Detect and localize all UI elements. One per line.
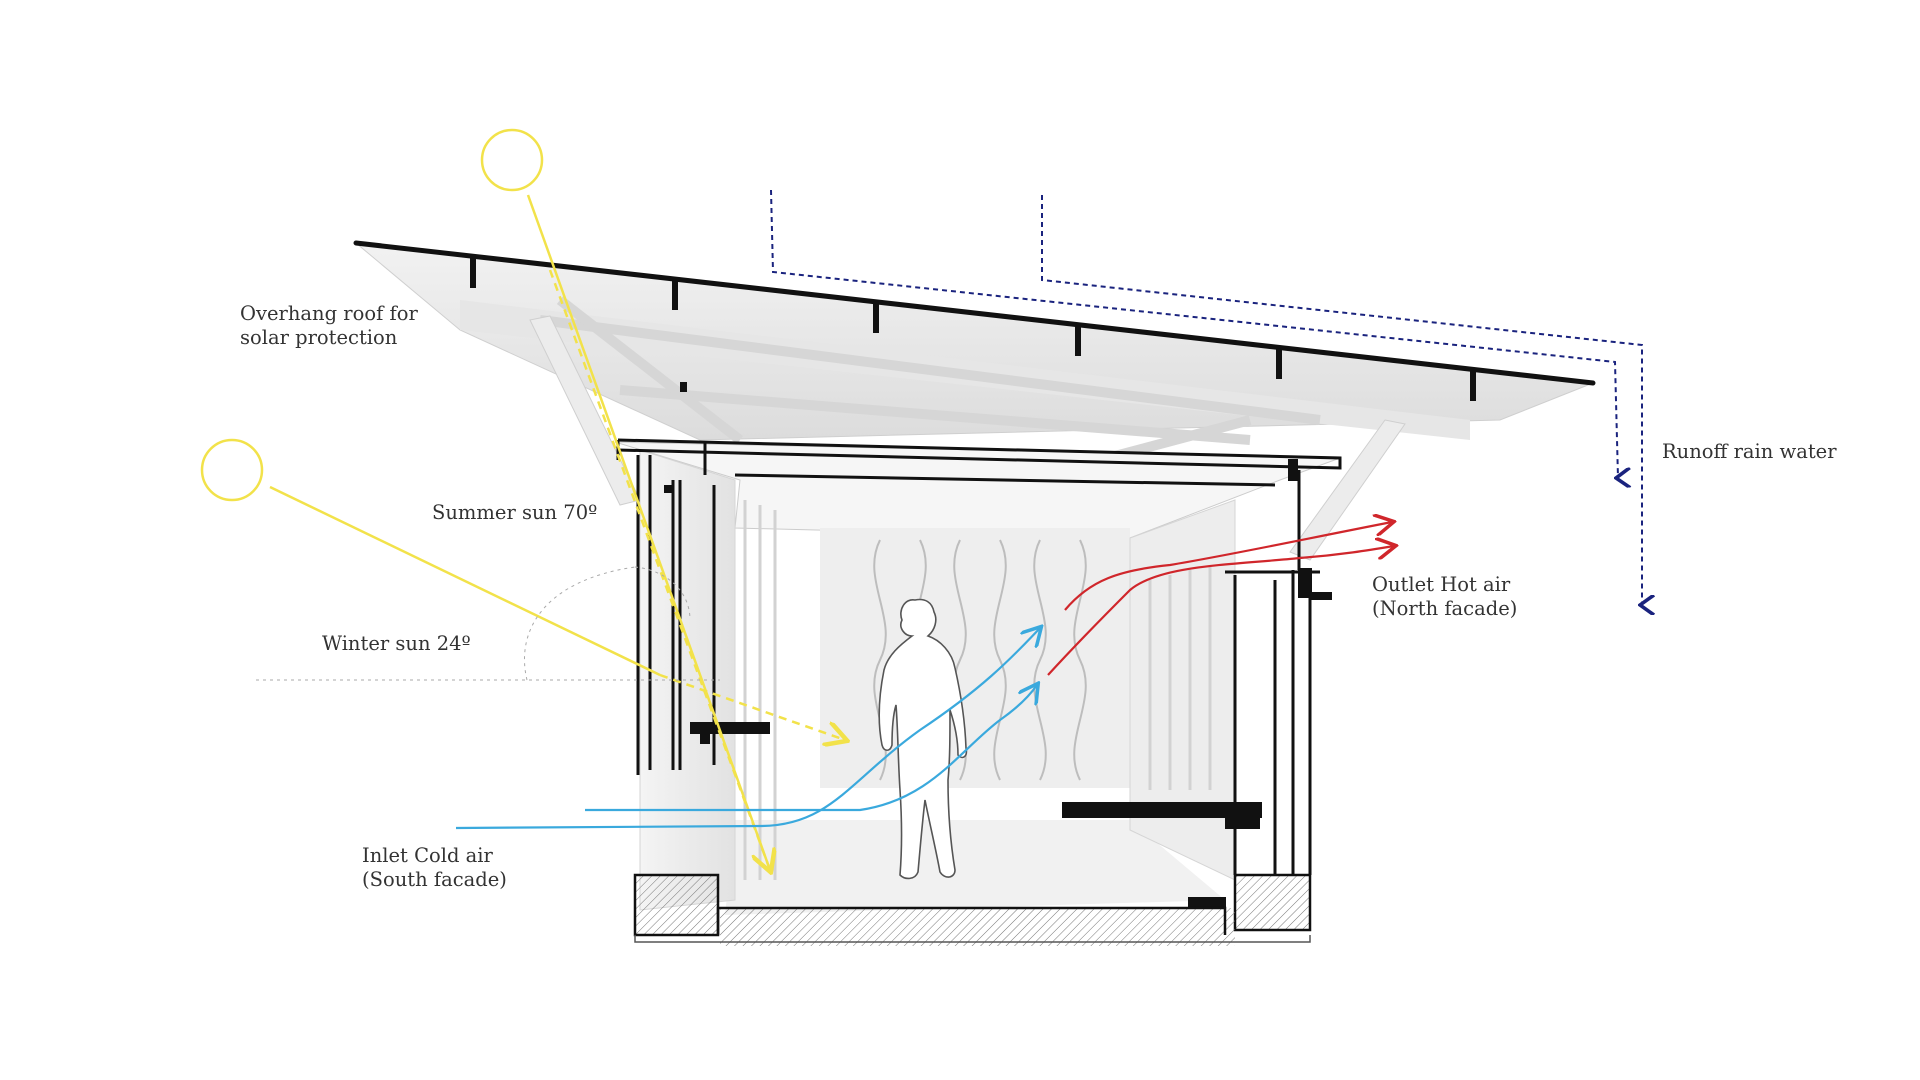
winter-sun-text: Winter sun 24º: [322, 632, 471, 655]
summer-sun-label: Summer sun 70º: [432, 501, 597, 525]
summer-sun-icon: [480, 128, 544, 192]
overhang-roof-label: Overhang roof for solar protection: [240, 302, 418, 350]
wall-fins: [743, 500, 1212, 880]
winter-sun-icon: [200, 438, 264, 502]
winter-sun-ray: [269, 485, 845, 740]
cold-air-flow: [455, 628, 1040, 830]
section-cut-solids: [664, 382, 1332, 907]
overhang-label-line1: Overhang roof for: [240, 302, 418, 325]
human-figure-icon: [878, 598, 968, 880]
runoff-rain-water-label: Runoff rain water: [1662, 440, 1837, 464]
inlet-label-line1: Inlet Cold air: [362, 844, 493, 867]
room-interior: [614, 441, 1341, 915]
foundation: [633, 873, 1312, 946]
inlet-cold-air-label: Inlet Cold air (South facade): [362, 844, 507, 892]
sun-angle-indicator: [256, 566, 720, 681]
winter-sun-label: Winter sun 24º: [322, 632, 471, 656]
overhang-label-line2: solar protection: [240, 326, 398, 349]
inlet-label-line2: (South facade): [362, 868, 507, 891]
summer-sun-text: Summer sun 70º: [432, 501, 598, 524]
hot-air-flow: [1047, 522, 1394, 676]
runoff-text: Runoff rain water: [1662, 440, 1837, 463]
overhang-roof: [353, 240, 1596, 465]
summer-sun-ray: [526, 194, 770, 870]
outlet-label-line2: (North facade): [1372, 597, 1518, 620]
outlet-hot-air-label: Outlet Hot air (North facade): [1372, 573, 1517, 621]
rain-runoff: [770, 189, 1642, 605]
outlet-label-line1: Outlet Hot air: [1372, 573, 1511, 596]
